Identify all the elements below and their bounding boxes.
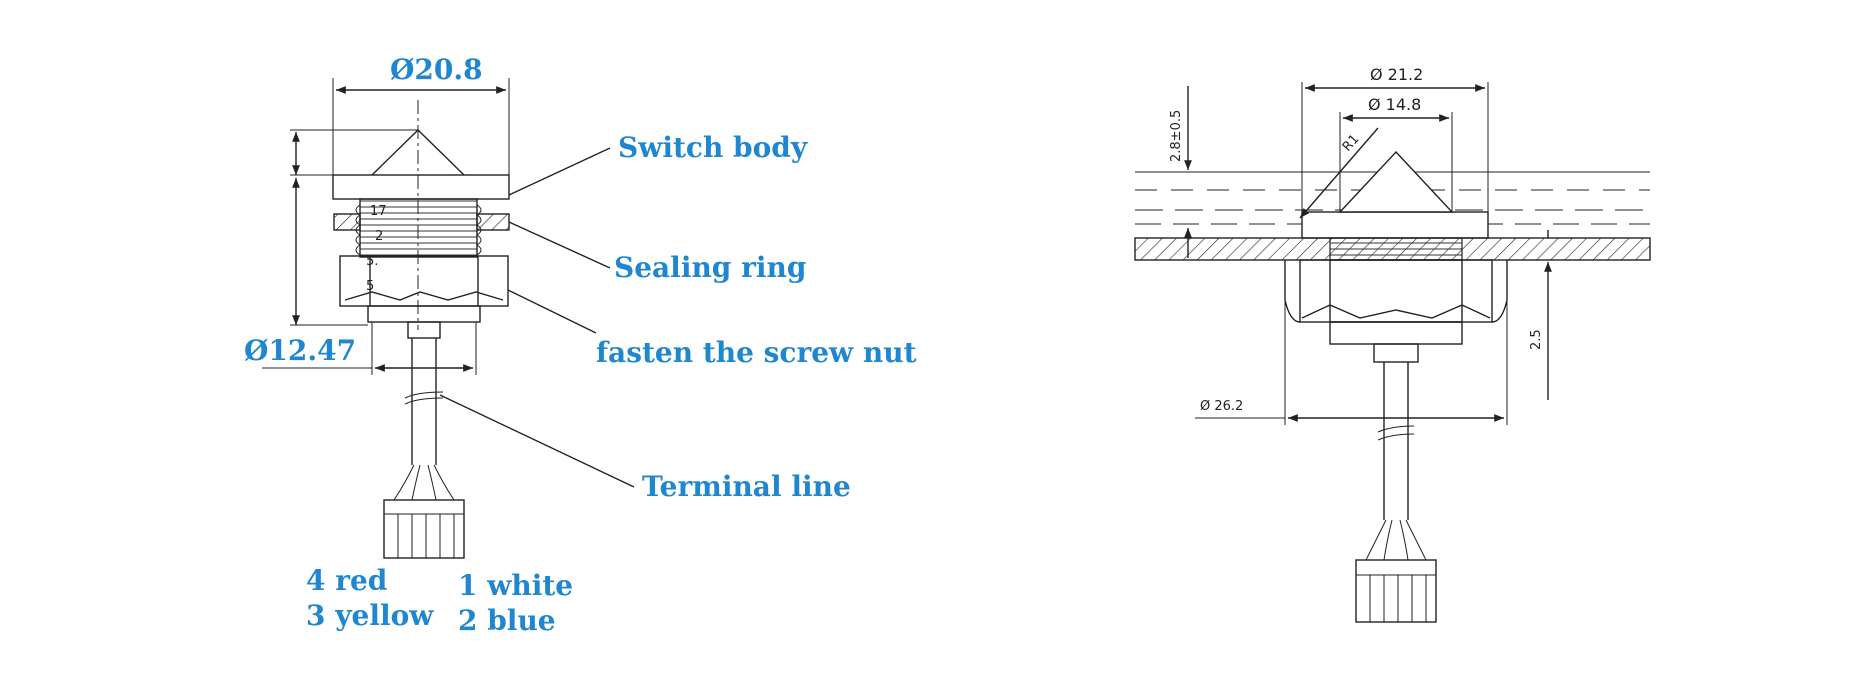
switch-body-rect: [332, 174, 510, 200]
wire-1-white: 1 white: [458, 569, 573, 602]
right-connector: [1355, 559, 1437, 623]
wire-2-blue: 2 blue: [458, 604, 556, 637]
callout-terminal-line: Terminal line: [642, 470, 851, 503]
dim-bottom-right-label: Ø 26.2: [1200, 399, 1243, 414]
right-prism: [1338, 150, 1454, 213]
callout-switch-body: Switch body: [618, 131, 808, 164]
mark-17: 17: [370, 204, 387, 219]
cable-gland: [407, 321, 441, 339]
left-view: Ø20.8 17 2 5. 5 Ø12.47: [244, 53, 917, 637]
callout-screw-nut: fasten the screw nut: [596, 336, 917, 369]
dim-top-label: Ø20.8: [390, 53, 483, 86]
sealing-ring-right: [476, 213, 510, 231]
nut-base: [367, 305, 481, 323]
mark-5a: 5.: [366, 254, 378, 269]
dim-inner-label: Ø 14.8: [1368, 95, 1421, 114]
depth-label: 2.8±0.5: [1169, 110, 1184, 162]
mark-2: 2: [375, 229, 383, 244]
wire-4-red: 4 red: [306, 564, 387, 597]
connector: [383, 499, 465, 559]
dim-outer-label: Ø 21.2: [1370, 65, 1423, 84]
thread-body: [359, 198, 478, 258]
right-nut-base: [1329, 321, 1463, 345]
right-view: Ø 21.2 Ø 14.8 R1 2.8±0.5: [1134, 65, 1651, 623]
callout-sealing-ring: Sealing ring: [614, 251, 806, 284]
wire-3-yellow: 3 yellow: [306, 599, 434, 632]
right-thread: [1329, 259, 1463, 323]
dim-bottom-label: Ø12.47: [244, 334, 356, 367]
right-switch-body: [1301, 211, 1489, 239]
radius-label: R1: [1340, 132, 1363, 155]
sealing-ring-left: [333, 213, 361, 231]
thickness-label: 2.5: [1529, 329, 1544, 350]
